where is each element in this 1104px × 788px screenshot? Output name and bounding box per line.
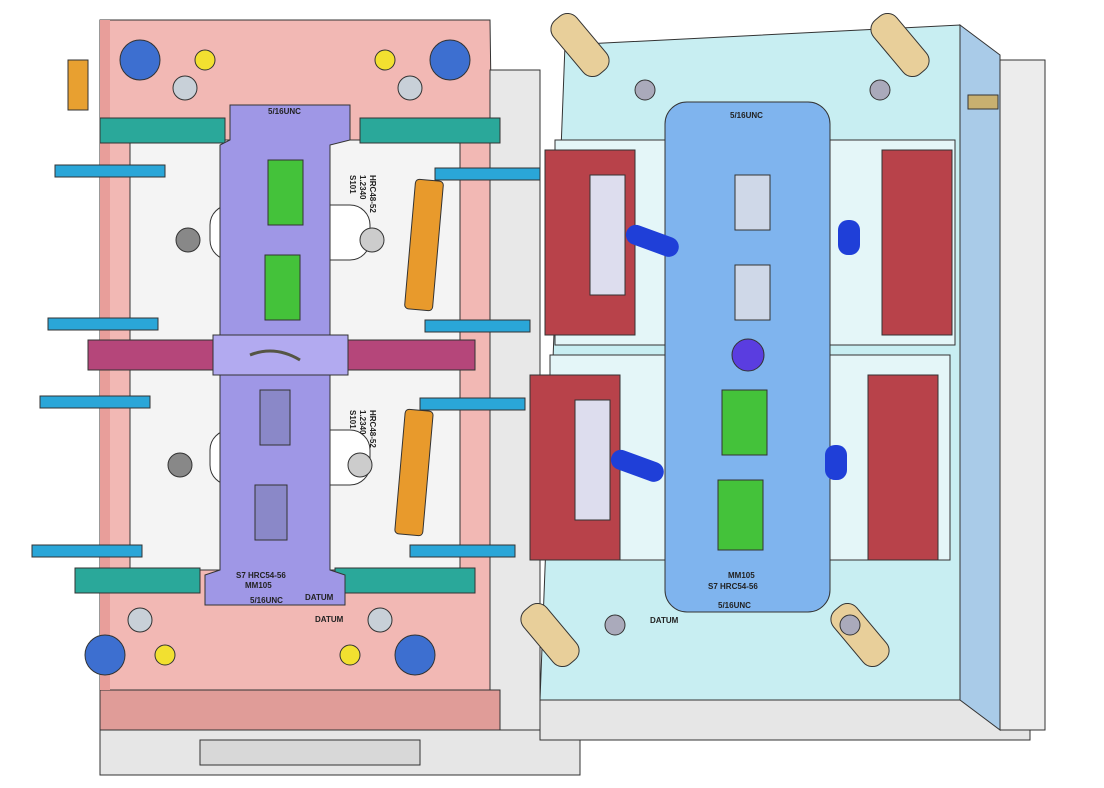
thread-label: 5/16UNC: [718, 601, 751, 610]
lifter: [404, 178, 444, 312]
thread-label: 5/16UNC: [250, 596, 283, 605]
molded-part: [267, 159, 304, 226]
lifter: [394, 408, 434, 537]
center-bar-left: [87, 339, 214, 371]
thread-label: 5/16UNC: [268, 107, 301, 116]
datum-label: DATUM: [315, 615, 344, 624]
core-half: 5/16UNC MM105 S7 HRC54-56 5/16UNC DATUM: [520, 12, 1046, 731]
svg-text:1.2340: 1.2340: [358, 410, 367, 435]
cavity-material-label: S101 1.2340 HRC48-52: [348, 410, 377, 448]
datum-label: DATUM: [305, 593, 334, 602]
center-bar-right: [344, 339, 476, 371]
cavity-half: 5/16UNC MM105 S7 HRC54-56 5/16UNC DATUM …: [31, 19, 541, 731]
svg-text:HRC48-52: HRC48-52: [368, 410, 377, 448]
cooling-fittings: [31, 164, 541, 558]
svg-text:S101: S101: [348, 410, 357, 429]
svg-text:1.2340: 1.2340: [358, 175, 367, 200]
gib-bottom-left: [74, 567, 201, 594]
gib-top-right: [359, 117, 501, 144]
gib-top-left: [99, 117, 226, 144]
svg-text:S101: S101: [348, 175, 357, 194]
molded-part: [721, 389, 768, 456]
insert-hardness-label: S7 HRC54-56: [236, 571, 286, 580]
molded-part: [717, 479, 764, 551]
thread-label: 5/16UNC: [730, 111, 763, 120]
svg-text:HRC48-52: HRC48-52: [368, 175, 377, 213]
insert-hardness-label: S7 HRC54-56: [708, 582, 758, 591]
cavity-material-label: S101 1.2340 HRC48-52: [348, 175, 377, 213]
sprue-bushing: [731, 338, 765, 372]
insert-material-label: MM105: [245, 581, 272, 590]
datum-label: DATUM: [650, 616, 679, 625]
insert-material-label: MM105: [728, 571, 755, 580]
gib-bottom-right: [334, 567, 476, 594]
molded-part: [264, 254, 301, 321]
